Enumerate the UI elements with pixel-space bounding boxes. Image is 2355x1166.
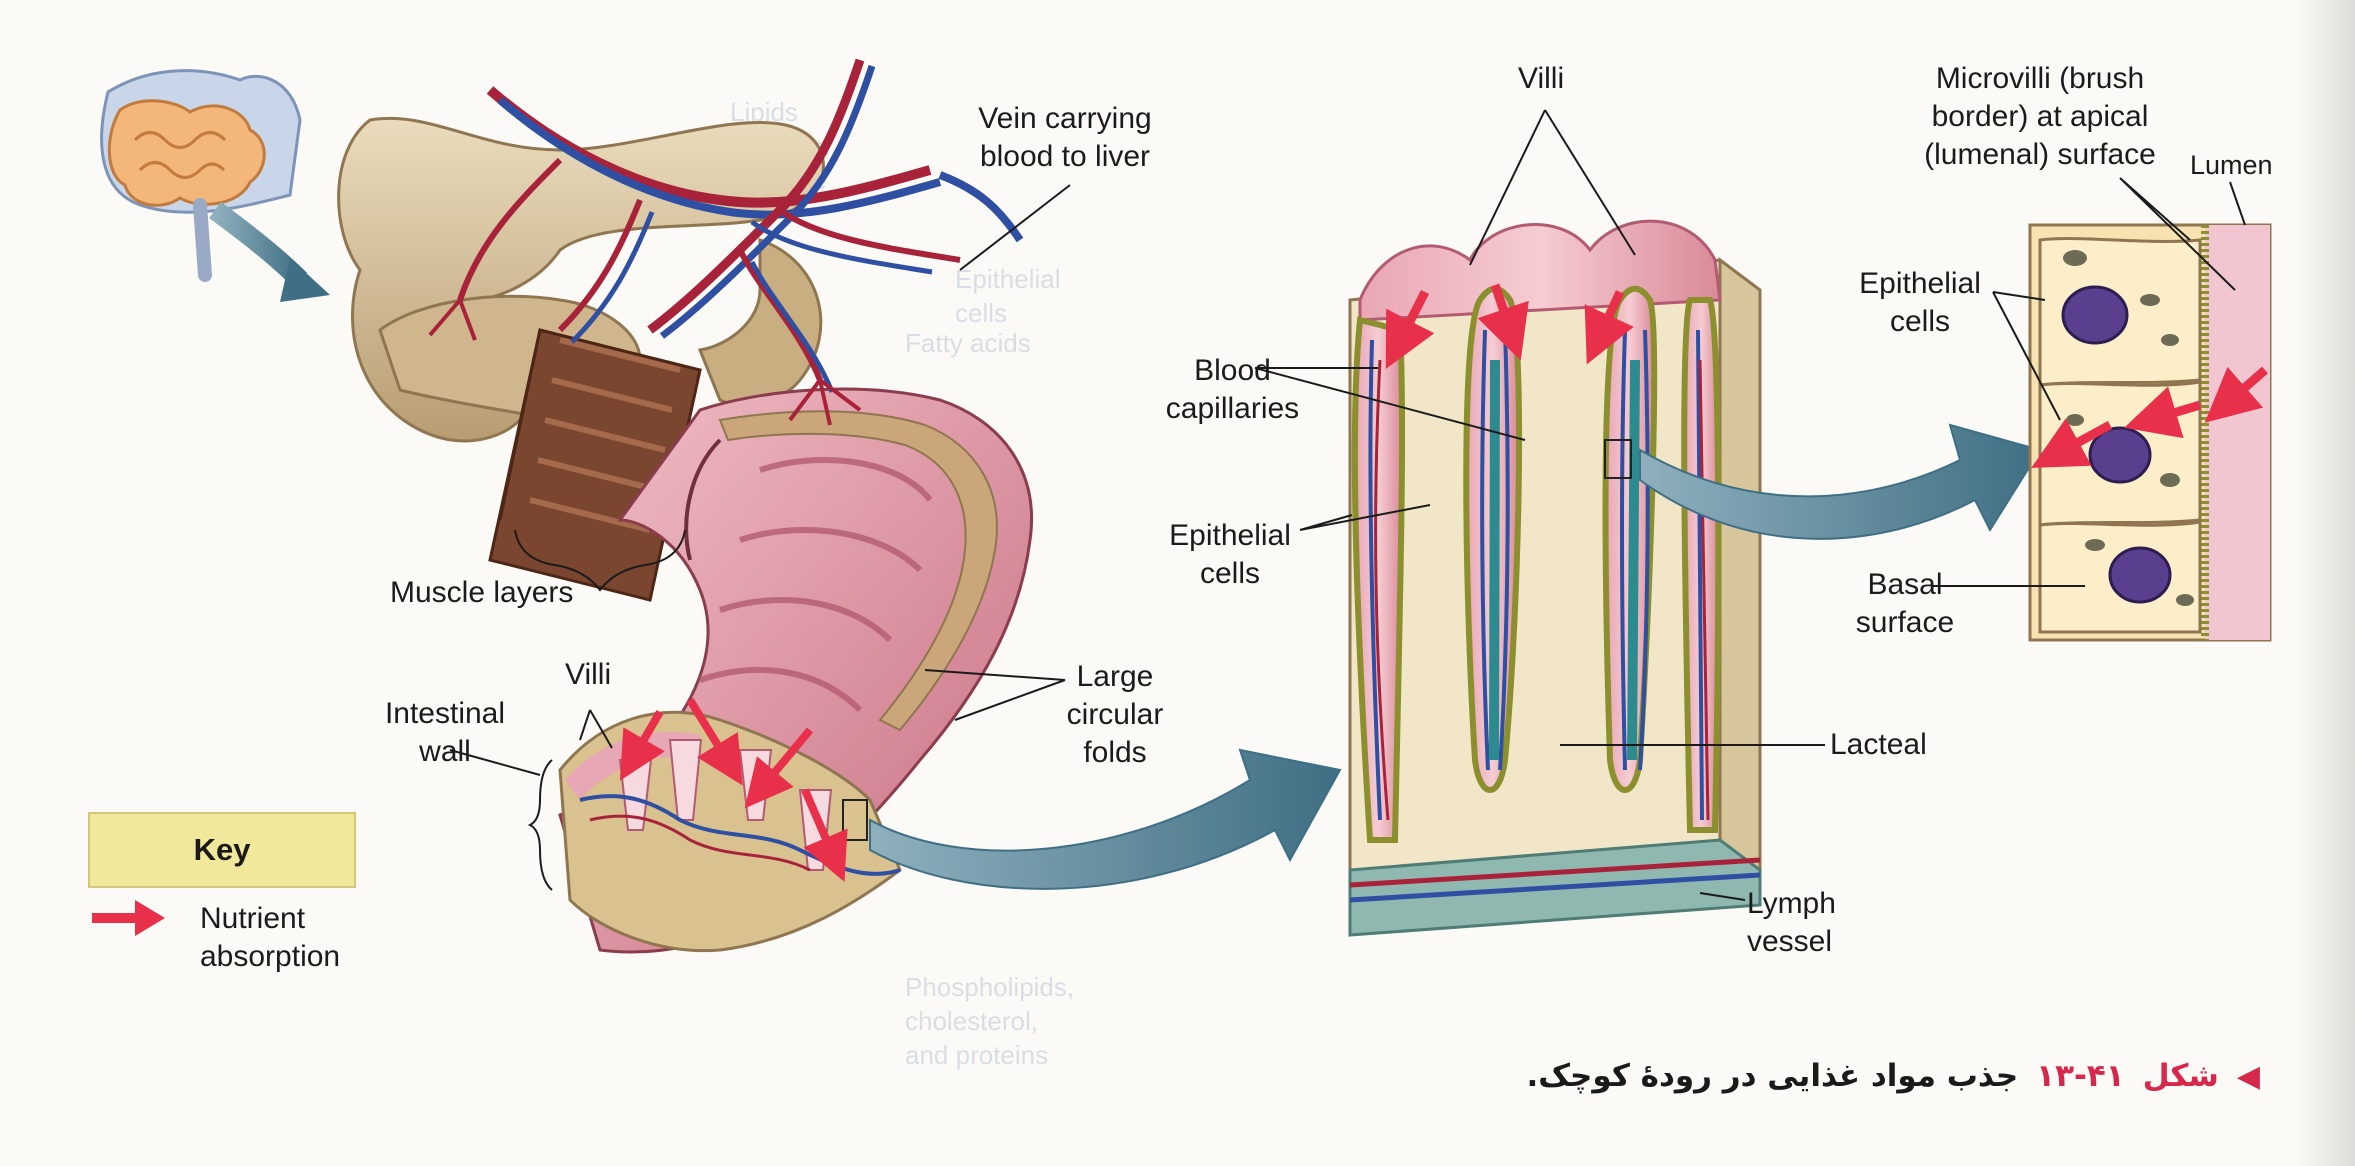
caption-marker-icon: ◀ [2236,1058,2260,1094]
leader-lines [449,109,2246,901]
caption-text: جذب مواد غذایی در رودهٔ کوچک. [1526,1058,2019,1094]
label-basal-surface: Basal surface [1855,568,1955,639]
label-epithelial-cells-detail: Epithelial cells [1859,267,1981,338]
nutrient-arrows-villi [1385,283,1634,370]
label-epithelial-cells-villus: Epithelial cells [1169,519,1291,590]
key-title-box: Key [88,812,356,888]
nutrient-arrows-epithelium [2031,366,2268,468]
thumbnail-digestive-tract [100,69,330,302]
transfer-arrow-to-villi [869,748,1342,890]
label-lacteal: Lacteal [1830,728,1927,761]
ghost-text-fatty-acids: Fatty acids [905,328,1031,358]
key-arrow-icon [92,900,165,936]
veins-and-arteries [428,58,1024,426]
label-lumen: Lumen [2190,150,2273,180]
key-title: Key [193,832,251,867]
ghost-text-epithelial: Epithelial cells [955,264,1061,328]
caption-figure-word: شکل [2142,1058,2219,1094]
label-lymph-vessel: Lymph vessel [1747,887,1836,958]
label-microvilli: Microvilli (brush border) at apical (lum… [1924,62,2156,171]
key-item-nutrient-absorption: Nutrient absorption [200,902,341,973]
label-vein: Vein carrying blood to liver [978,102,1152,173]
transfer-arrow-to-epithelium [1639,423,2042,540]
epithelial-detail [2028,223,2272,642]
villus-block [1348,219,1762,937]
nutrient-arrows-wall [619,697,848,883]
label-villi-main: Villi [1518,62,1565,95]
label-muscle-layers: Muscle layers [390,576,574,609]
caption-figure-number: ۱۳-۴۱ [2036,1058,2125,1094]
figure-caption: ◀ شکل ۱۳-۴۱ جذب مواد غذایی در رودهٔ کوچک… [1527,1058,2260,1094]
label-villi-small: Villi [565,658,612,691]
label-large-circular-folds: Large circular folds [1066,660,1164,769]
muscle-layers-band [488,328,702,602]
page-edge-shadow [2295,0,2355,1166]
ghost-text-phospholipids: Phospholipids, cholesterol, and proteins [905,972,1075,1070]
label-blood-capillaries: Blood capillaries [1165,354,1300,425]
label-intestinal-wall: Intestinal wall [384,697,506,768]
